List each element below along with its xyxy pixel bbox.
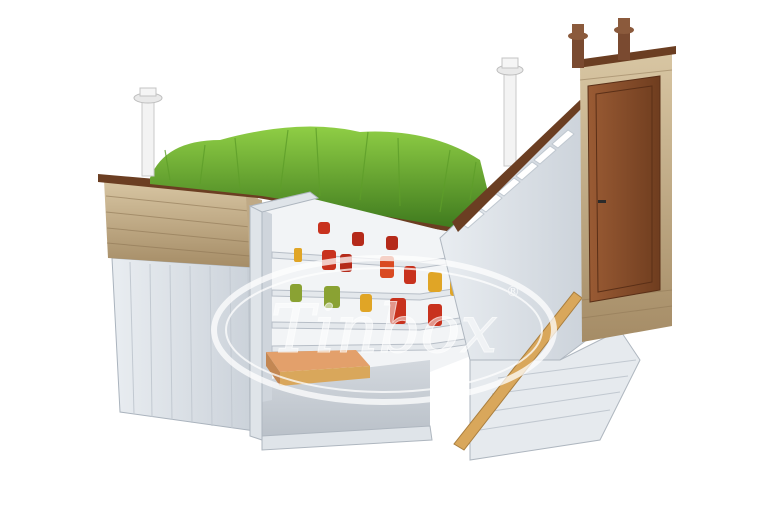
pipe-vent-icon: [614, 18, 634, 60]
potato-crate: [266, 350, 370, 386]
left-metal-wall: [111, 257, 263, 433]
pipe-vent-icon: [133, 87, 163, 177]
pipe-vent-icon: [496, 57, 524, 167]
entrance-structure: [576, 46, 676, 342]
door-handle: [598, 200, 606, 203]
grass-roof: [150, 126, 490, 228]
entrance-door: [587, 75, 661, 303]
brand-watermark: Tinbox ®: [211, 255, 557, 405]
pipe-vent-icon: [568, 24, 588, 68]
registered-mark-icon: ®: [506, 284, 520, 300]
staircase: [439, 100, 641, 461]
roof-trim: [98, 174, 452, 232]
watermark-text: Tinbox: [271, 291, 498, 368]
